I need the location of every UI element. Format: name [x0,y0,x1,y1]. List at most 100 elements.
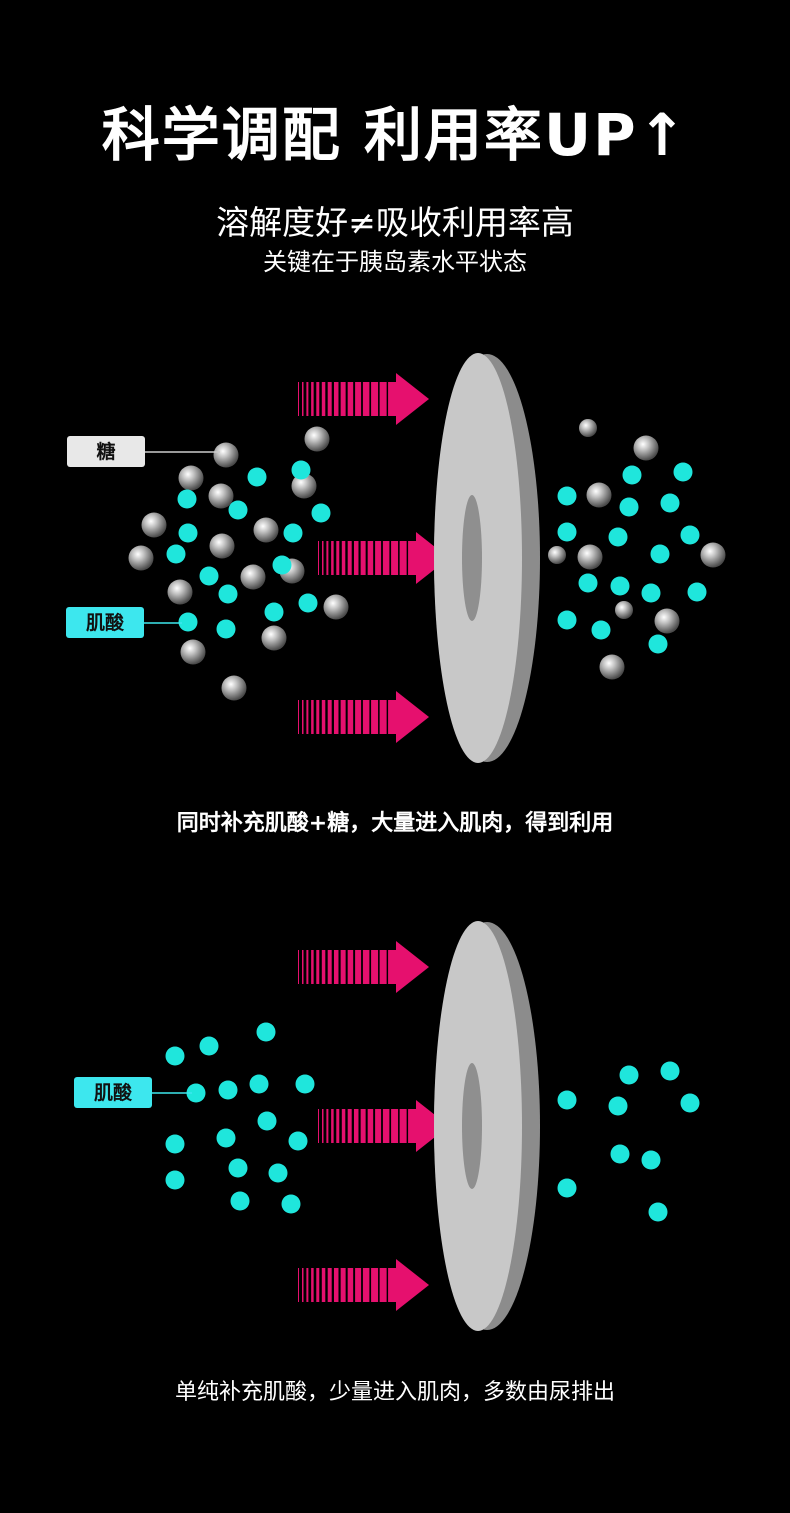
creatine-particle [641,583,661,603]
creatine-particle [216,1128,236,1148]
cell-membrane-disc [434,921,540,1331]
creatine-particle [680,1093,700,1113]
label-creatine-text: 肌酸 [94,1081,133,1104]
arrow-middle [318,1100,449,1152]
particle-cluster-right [548,419,726,680]
subtitle-secondary: 关键在于胰岛素水平状态 [263,248,527,276]
creatine-particle [578,573,598,593]
arrow-top [298,373,429,425]
creatine-particle [660,1061,680,1081]
creatine-particle [178,523,198,543]
creatine-particle [165,1170,185,1190]
sugar-particle [128,545,154,571]
creatine-particle [557,610,577,630]
sugar-particle [577,544,603,570]
creatine-particle [177,489,197,509]
creatine-particle [622,465,642,485]
creatine-particle [619,497,639,517]
particle-cluster-right [557,1061,700,1222]
arrow-top [298,941,429,993]
creatine-particle [557,1178,577,1198]
label-creatine-text: 肌酸 [86,611,125,634]
label-sugar-text: 糖 [96,440,115,463]
creatine-particle [218,584,238,604]
particle-cluster-left [128,426,349,701]
creatine-particle [619,1065,639,1085]
cell-membrane-disc [434,353,540,763]
creatine-particle [216,619,236,639]
diagram-creatine-sugar: 糖 肌酸 [66,353,726,763]
creatine-particle [608,1096,628,1116]
arrow-bottom [298,691,429,743]
sugar-particle [579,419,597,437]
sugar-particle [599,654,625,680]
sugar-particle [167,579,193,605]
creatine-particle [687,582,707,602]
creatine-particle [247,467,267,487]
sugar-particle [586,482,612,508]
creatine-particle [165,1134,185,1154]
label-creatine: 肌酸 [74,1077,192,1108]
sugar-particle [178,465,204,491]
sugar-particle [323,594,349,620]
sugar-particle [141,512,167,538]
creatine-particle [648,634,668,654]
creatine-particle [178,612,198,632]
sugar-particle [654,608,680,634]
creatine-particle [660,493,680,513]
creatine-particle [557,486,577,506]
sugar-particle [548,546,566,564]
label-creatine: 肌酸 [66,607,182,638]
sugar-particle [700,542,726,568]
creatine-particle [186,1083,206,1103]
creatine-particle [268,1163,288,1183]
diagram-creatine-only: 肌酸 [74,921,700,1331]
label-sugar: 糖 [67,436,220,467]
creatine-particle [650,544,670,564]
creatine-particle [673,462,693,482]
creatine-particle [199,566,219,586]
sugar-particle [180,639,206,665]
creatine-particle [557,1090,577,1110]
creatine-particle [591,620,611,640]
sugar-particle [208,483,234,509]
creatine-particle [228,1158,248,1178]
creatine-particle [249,1074,269,1094]
creatine-particle [165,1046,185,1066]
sugar-particle [213,442,239,468]
subtitle: 溶解度好≠吸收利用率高 [216,203,574,242]
creatine-particle [230,1191,250,1211]
creatine-particle [272,555,292,575]
creatine-particle [311,503,331,523]
creatine-particle [610,1144,630,1164]
sugar-particle [633,435,659,461]
sugar-particle [304,426,330,452]
creatine-particle [288,1131,308,1151]
sugar-particle [221,675,247,701]
creatine-particle [641,1150,661,1170]
sugar-particle [240,564,266,590]
creatine-particle [281,1194,301,1214]
creatine-particle [256,1022,276,1042]
creatine-particle [295,1074,315,1094]
sugar-particle [261,625,287,651]
caption-diagram-2: 单纯补充肌酸，少量进入肌肉，多数由尿排出 [174,1380,615,1405]
particle-cluster-left [165,1022,315,1214]
creatine-particle [557,522,577,542]
creatine-particle [228,500,248,520]
creatine-particle [264,602,284,622]
creatine-particle [283,523,303,543]
creatine-particle [610,576,630,596]
sugar-particle [209,533,235,559]
arrow-middle [318,532,449,584]
sugar-particle [291,473,317,499]
headline: 科学调配 利用率UP↑ [101,101,689,169]
creatine-particle [257,1111,277,1131]
sugar-particle [253,517,279,543]
creatine-particle [298,593,318,613]
creatine-particle [680,525,700,545]
arrow-bottom [298,1259,429,1311]
creatine-particle [608,527,628,547]
creatine-particle [199,1036,219,1056]
creatine-particle [291,460,311,480]
